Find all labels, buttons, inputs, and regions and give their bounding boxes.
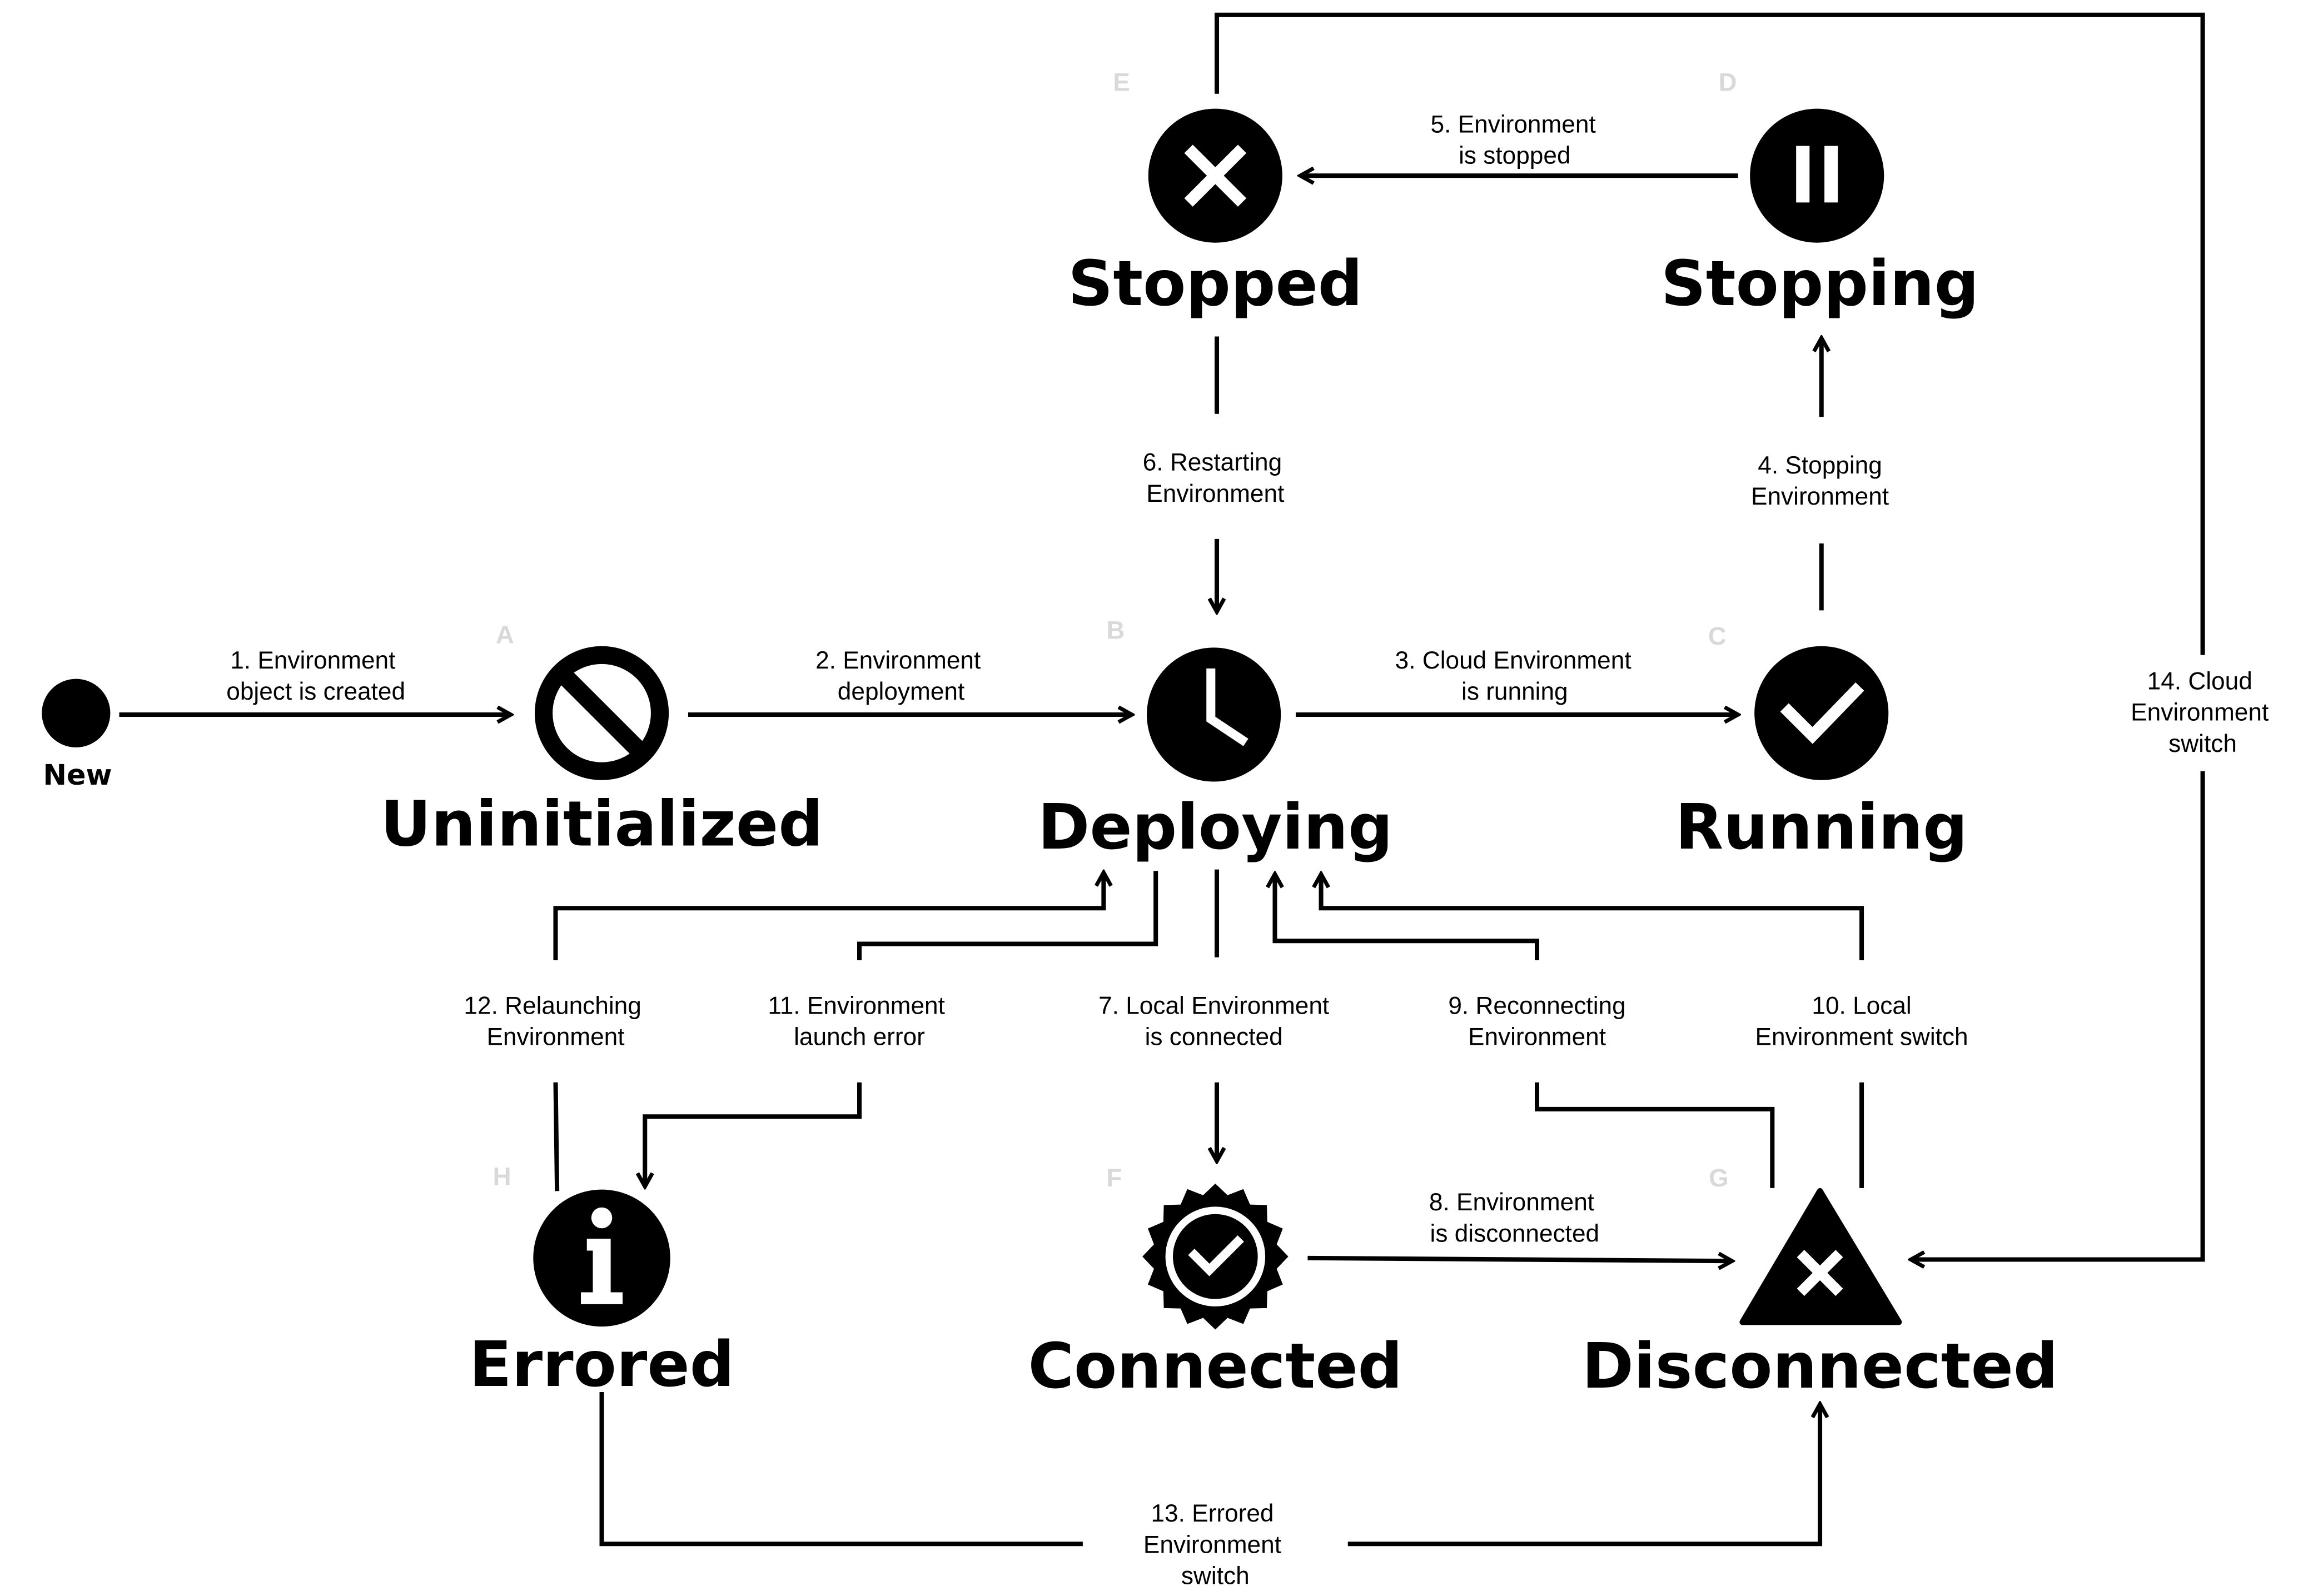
label-t4: 4. Stopping Environment: [1751, 452, 1889, 510]
checkmark-circle-icon: [1754, 646, 1889, 780]
svg-text:8. Environment: 8. Environment: [1429, 1189, 1594, 1216]
state-title: Disconnected: [1582, 1330, 2058, 1403]
edge-14b-to-disconnected: [1911, 771, 2205, 1260]
svg-text:12. Relaunching: 12. Relaunching: [464, 992, 641, 1019]
svg-text:object is created: object is created: [226, 678, 405, 705]
svg-text:is connected: is connected: [1145, 1024, 1283, 1051]
edge-12a-errored-up: [553, 1082, 560, 1191]
state-title: Deploying: [1038, 791, 1393, 864]
label-t3: 3. Cloud Environment is running: [1395, 647, 1631, 705]
label-t6: 6. Restarting Environment: [1143, 449, 1285, 507]
svg-text:13. Errored: 13. Errored: [1151, 1500, 1274, 1527]
state-title: Stopping: [1661, 247, 1979, 320]
state-connected: F Connected: [1028, 1164, 1402, 1403]
edge-12b-to-deploying: [553, 872, 1103, 961]
label-t1: 1. Environment object is created: [226, 647, 405, 705]
state-title: Uninitialized: [380, 788, 823, 861]
edge-9b-to-deploying: [1275, 874, 1540, 961]
edge-13b-to-disconnected: [1347, 1404, 1820, 1547]
svg-text:5. Environment: 5. Environment: [1431, 111, 1596, 138]
state-title: Connected: [1028, 1330, 1402, 1403]
label-t11: 11. Environment launch error: [768, 992, 944, 1050]
svg-text:Environment: Environment: [1751, 483, 1889, 510]
state-disconnected: G Disconnected: [1582, 1164, 2058, 1403]
clock-icon: [1147, 647, 1281, 782]
edge-9a-disconnected-up: [1534, 1082, 1775, 1188]
state-letter: D: [1718, 68, 1737, 96]
state-uninitialized: A Uninitialized: [380, 620, 823, 860]
svg-text:1. Environment: 1. Environment: [230, 647, 395, 674]
edge-14a-stopped-to-right: [1214, 12, 2205, 655]
svg-text:deployment: deployment: [838, 678, 964, 705]
state-stopping: D Stopping: [1661, 68, 1979, 320]
label-t14: 14. Cloud Environment switch: [2131, 667, 2269, 757]
warning-triangle-x-icon: [1739, 1188, 1902, 1325]
label-t13: 13. Errored Environment switch: [1143, 1500, 1281, 1590]
svg-text:14. Cloud: 14. Cloud: [2147, 667, 2252, 695]
state-running: C Running: [1675, 622, 1968, 864]
state-letter: F: [1106, 1164, 1122, 1192]
svg-text:switch: switch: [2168, 730, 2237, 757]
edges: [119, 12, 2205, 1547]
svg-text:switch: switch: [1181, 1563, 1250, 1590]
state-letter: H: [493, 1163, 511, 1191]
start-dot: [42, 679, 111, 747]
info-icon: [533, 1189, 670, 1327]
state-letter: E: [1113, 68, 1130, 96]
state-letter: C: [1708, 622, 1727, 650]
state-title: Errored: [469, 1328, 734, 1401]
state-title: Running: [1675, 791, 1968, 864]
svg-text:is disconnected: is disconnected: [1430, 1220, 1600, 1247]
state-title: Stopped: [1068, 247, 1362, 320]
svg-text:2. Environment: 2. Environment: [815, 647, 981, 674]
svg-text:launch error: launch error: [794, 1024, 925, 1051]
edge-11b-to-errored: [645, 1082, 862, 1187]
svg-text:6. Restarting: 6. Restarting: [1143, 449, 1282, 476]
edge-13a-errored-down: [599, 1391, 1083, 1547]
svg-text:Environment: Environment: [486, 1024, 624, 1051]
svg-text:is running: is running: [1461, 678, 1568, 705]
label-t8: 8. Environment is disconnected: [1429, 1189, 1599, 1247]
svg-text:Environment: Environment: [1143, 1531, 1281, 1558]
pause-icon: [1750, 108, 1884, 243]
svg-text:4. Stopping: 4. Stopping: [1758, 452, 1882, 479]
state-letter: G: [1709, 1164, 1728, 1192]
svg-text:is stopped: is stopped: [1459, 142, 1570, 169]
svg-text:Environment: Environment: [1146, 480, 1284, 507]
svg-text:Environment: Environment: [2131, 699, 2269, 726]
edge-11a-deploying-down: [857, 871, 1158, 961]
transition-labels: 1. Environment object is created 2. Envi…: [226, 111, 2269, 1589]
verified-badge-icon: [1142, 1183, 1289, 1330]
state-stopped: E Stopped: [1068, 68, 1362, 320]
start-label: New: [43, 759, 112, 792]
svg-text:11. Environment: 11. Environment: [768, 992, 944, 1019]
label-t12: 12. Relaunching Environment: [464, 992, 641, 1050]
svg-text:Environment switch: Environment switch: [1755, 1024, 1968, 1051]
svg-text:Environment: Environment: [1468, 1024, 1606, 1051]
label-t7: 7. Local Environment is connected: [1098, 992, 1329, 1050]
prohibited-icon: [534, 646, 669, 780]
state-letter: A: [496, 620, 514, 649]
label-t10: 10. Local Environment switch: [1755, 992, 1968, 1050]
state-errored: H Errored: [469, 1163, 734, 1402]
svg-text:10. Local: 10. Local: [1812, 992, 1911, 1019]
label-t5: 5. Environment is stopped: [1431, 111, 1596, 169]
start-node: New: [42, 679, 112, 792]
label-t9: 9. Reconnecting Environment: [1448, 992, 1625, 1050]
svg-text:3. Cloud Environment: 3. Cloud Environment: [1395, 647, 1631, 674]
close-circle-icon: [1148, 108, 1282, 243]
svg-text:7. Local Environment: 7. Local Environment: [1098, 992, 1329, 1019]
edge-8-connected-to-disconnected: [1307, 1258, 1732, 1261]
state-deploying: B Deploying: [1038, 616, 1393, 864]
label-t2: 2. Environment deployment: [815, 647, 981, 705]
svg-text:9. Reconnecting: 9. Reconnecting: [1448, 992, 1625, 1019]
edge-10b-to-deploying: [1321, 874, 1864, 961]
state-letter: B: [1106, 616, 1125, 644]
